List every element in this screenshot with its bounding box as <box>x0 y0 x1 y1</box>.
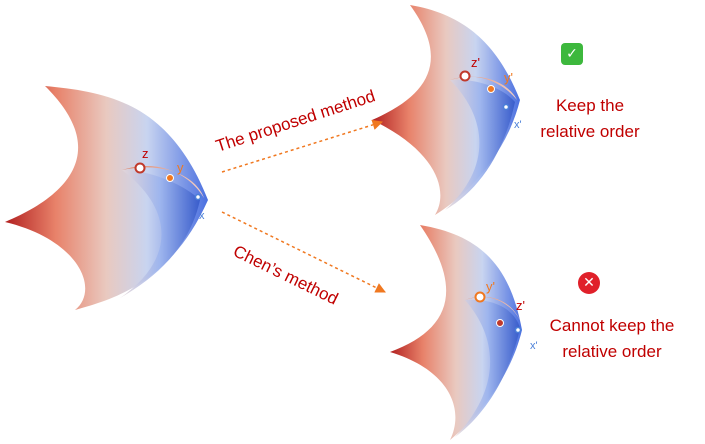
label-z-prime: z' <box>471 55 480 70</box>
point-y <box>166 174 174 182</box>
point-z-prime-bottom <box>496 319 504 327</box>
label-proposed-method: The proposed method <box>213 86 377 155</box>
check-icon: ✓ <box>561 43 583 65</box>
keep-order-text: Keep the relative order <box>520 93 660 145</box>
point-x <box>194 193 202 201</box>
arrow-proposed <box>221 119 384 173</box>
label-y: y <box>177 160 184 175</box>
label-z-prime-bottom: z' <box>516 298 525 313</box>
point-x-prime-bottom <box>514 326 522 334</box>
label-chen-method: Chen’s method <box>230 242 341 309</box>
cannot-keep-order-text: Cannot keep the relative order <box>532 313 692 365</box>
label-y-prime: y' <box>504 70 513 85</box>
bottom-result-surface: y' z' x' <box>390 225 538 440</box>
label-x-prime: x' <box>514 119 522 131</box>
point-z-prime <box>459 70 471 82</box>
cannot-line-2: relative order <box>562 342 662 361</box>
point-z <box>134 162 146 174</box>
top-result-surface: z' y' x' <box>372 5 522 215</box>
cross-icon: ✕ <box>578 272 600 294</box>
source-surface: z y x <box>5 86 208 310</box>
label-y-prime-bottom: y' <box>486 279 495 294</box>
label-z: z <box>142 146 149 161</box>
point-x-prime <box>502 103 510 111</box>
cannot-line-1: Cannot keep the <box>549 316 675 335</box>
keep-line-2: relative order <box>540 122 640 141</box>
point-y-prime-bottom <box>474 291 486 303</box>
keep-line-1: Keep the <box>555 96 625 115</box>
arrow-chen <box>221 211 386 293</box>
label-x: x <box>199 210 205 222</box>
point-y-prime <box>487 85 495 93</box>
label-x-prime-bottom: x' <box>530 340 538 352</box>
